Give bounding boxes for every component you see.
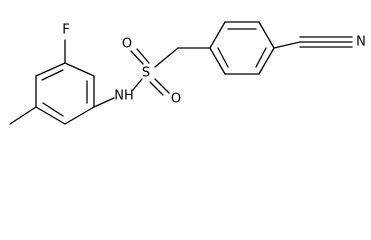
fluorophenyl-ring bbox=[35, 62, 95, 125]
sulfur-label: S bbox=[142, 66, 150, 81]
fluorine-label: F bbox=[62, 23, 69, 38]
nitrile-nitrogen-label: N bbox=[356, 35, 366, 50]
methyl-bond bbox=[9, 106, 37, 125]
chemical-structure-diagram: F NH S O O N bbox=[9, 21, 366, 125]
sulfonyl-lower-double-bond bbox=[149, 78, 170, 96]
nh-sulfur-bond bbox=[132, 78, 143, 91]
amide-nitrogen-label: NH bbox=[114, 89, 134, 104]
nitrile-triple-bond bbox=[299, 36, 353, 48]
oxygen-upper-label: O bbox=[122, 37, 132, 52]
sulfonyl-upper-double-bond bbox=[130, 48, 150, 65]
ring-nitrile-bond bbox=[273, 41, 301, 49]
aryl-nh-bond bbox=[93, 97, 115, 108]
oxygen-lower-label: O bbox=[171, 92, 181, 107]
cyanophenyl-ring bbox=[209, 21, 275, 75]
sulfur-methylene-bond bbox=[154, 47, 179, 68]
